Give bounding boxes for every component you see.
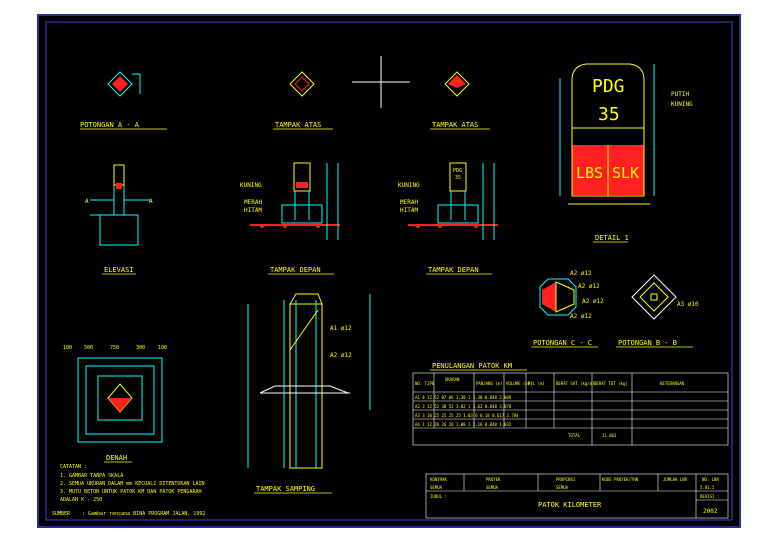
svg-text:100: 100 bbox=[158, 345, 167, 351]
detail-pdg: PDG bbox=[592, 76, 625, 97]
svg-text:A2 ø12: A2 ø12 bbox=[570, 313, 592, 320]
top-view-2-drawing bbox=[444, 71, 470, 97]
section-aa-drawing bbox=[107, 71, 141, 97]
drawing-title: PATOK KILOMETER bbox=[538, 501, 602, 509]
table-total-value: 11.863 bbox=[602, 433, 617, 438]
svg-text:KODE PROYEK/THN: KODE PROYEK/THN bbox=[602, 477, 639, 482]
svg-text:P/L (m): P/L (m) bbox=[528, 381, 545, 386]
svg-text:SEMUA: SEMUA bbox=[486, 485, 499, 490]
detail-lbs: LBS bbox=[576, 164, 603, 182]
svg-text:JUDUL :: JUDUL : bbox=[430, 494, 447, 499]
crosshair-cursor-icon bbox=[352, 56, 410, 108]
svg-text:NO. LBR: NO. LBR bbox=[702, 477, 719, 482]
svg-text:A2 ø12: A2 ø12 bbox=[582, 298, 604, 305]
svg-text:BERAT SAT (kg/m): BERAT SAT (kg/m) bbox=[556, 381, 595, 386]
front2-number: 35 bbox=[455, 175, 461, 181]
row-a1: A1 4 12 52 07 06 3.30 1 3.30 0.848 2.809 bbox=[415, 395, 512, 400]
row-a4: A4 1 12 26 26 26 1.08 2 2.16 0.848 1.832 bbox=[415, 422, 512, 427]
svg-text:A: A bbox=[149, 198, 153, 205]
detail-putih: PUTIH bbox=[671, 91, 689, 98]
front2-pdg: PDG bbox=[453, 168, 462, 174]
section-bb-drawing bbox=[631, 274, 677, 320]
svg-text:A2 ø12: A2 ø12 bbox=[578, 283, 600, 290]
front1-kuning: KUNING bbox=[240, 182, 262, 189]
svg-text:JUMLAH LBR: JUMLAH LBR bbox=[663, 477, 688, 482]
source-label: SUMBER bbox=[52, 511, 71, 517]
svg-text:3. MUTU BETON UNTUK PATOK: 3. MUTU BETON UNTUK PATOK KM DAN PATOK P… bbox=[60, 489, 201, 495]
svg-text:REVISI :: REVISI : bbox=[700, 494, 719, 499]
top-view-1-drawing bbox=[289, 71, 315, 97]
svg-text:ADALAH K - 250: ADALAH K - 250 bbox=[60, 497, 102, 503]
front-view-2-drawing bbox=[408, 162, 498, 240]
table-total-label: TOTAL bbox=[568, 433, 581, 438]
detail-slk: SLK bbox=[612, 164, 639, 182]
label-tampak-samping: TAMPAK SAMPING bbox=[256, 485, 315, 493]
svg-text:2. SEMUA UKURAN DALAM mm: 2. SEMUA UKURAN DALAM mm KECUALI DITENTU… bbox=[60, 481, 205, 487]
label-denah: DENAH bbox=[106, 454, 127, 462]
table-title: PENULANGAN PATOK KM bbox=[432, 362, 512, 370]
svg-text:300: 300 bbox=[136, 345, 145, 351]
svg-text:SEMUA: SEMUA bbox=[556, 485, 569, 490]
plan-drawing bbox=[77, 357, 163, 443]
svg-text:500: 500 bbox=[84, 345, 93, 351]
svg-text:750: 750 bbox=[110, 345, 119, 351]
label-tampak-depan-2: TAMPAK DEPAN bbox=[428, 266, 479, 274]
label-tampak-depan-1: TAMPAK DEPAN bbox=[270, 266, 321, 274]
label-detail: DETAIL 1 bbox=[595, 234, 629, 242]
svg-text:A2 ø12: A2 ø12 bbox=[330, 352, 352, 359]
side-view-drawing bbox=[247, 293, 371, 469]
svg-text:KETERANGAN: KETERANGAN bbox=[660, 381, 685, 386]
label-tampak-atas-2: TAMPAK ATAS bbox=[432, 121, 478, 129]
svg-text:5.01.2: 5.01.2 bbox=[700, 485, 715, 490]
svg-text:SEMUA: SEMUA bbox=[430, 485, 443, 490]
svg-text:2002: 2002 bbox=[703, 508, 718, 515]
front1-hitam: HITAM bbox=[244, 207, 262, 214]
label-potongan-bb: POTONGAN B - B bbox=[618, 339, 677, 347]
svg-text:KONTRAK: KONTRAK bbox=[430, 477, 447, 482]
sheet-border bbox=[45, 21, 733, 521]
svg-text:A1 ø12: A1 ø12 bbox=[330, 325, 352, 332]
svg-text:UKURAN: UKURAN bbox=[445, 377, 460, 382]
front2-merah: MERAH bbox=[400, 199, 418, 206]
notes-title: CATATAN : bbox=[60, 464, 87, 470]
front-view-1-drawing bbox=[250, 162, 340, 240]
svg-text:A2 ø12: A2 ø12 bbox=[570, 270, 592, 277]
title-block bbox=[425, 473, 729, 519]
label-potongan-aa: POTONGAN A - A bbox=[80, 121, 140, 129]
front2-hitam: HITAM bbox=[400, 207, 418, 214]
row-a2: A2 3 12 52 38 52 3.02 1 3.62 0.848 3.878 bbox=[415, 404, 512, 409]
label-potongan-cc: POTONGAN C - C bbox=[533, 339, 592, 347]
rebar-table bbox=[412, 372, 729, 446]
label-elevasi: ELEVASI bbox=[104, 266, 134, 274]
detail-kuning: KUNING bbox=[671, 101, 693, 108]
elevation-drawing bbox=[90, 164, 150, 246]
source-text: : Gambar rencana BINA PROGRAM JALAN, 199… bbox=[82, 511, 205, 517]
section-cc-drawing bbox=[539, 278, 577, 316]
svg-text:1. GAMBAR TANPA SKALA: 1. GAMBAR TANPA SKALA bbox=[60, 473, 123, 479]
svg-text:PANJANG (m): PANJANG (m) bbox=[476, 381, 503, 386]
svg-text:A3 ø10: A3 ø10 bbox=[677, 301, 699, 308]
front2-kuning: KUNING bbox=[398, 182, 420, 189]
detail-marker-drawing bbox=[559, 63, 655, 205]
label-tampak-atas-1: TAMPAK ATAS bbox=[275, 121, 321, 129]
svg-text:BERAT TOT (kg): BERAT TOT (kg) bbox=[594, 381, 628, 386]
svg-text:PROPINSI: PROPINSI bbox=[556, 477, 576, 482]
svg-text:PROYEK: PROYEK bbox=[486, 477, 501, 482]
svg-text:VOLUME (bh): VOLUME (bh) bbox=[506, 381, 533, 386]
row-a3: A3 3 10 25 25 25 25 1.03 6 6.18 0.617 3.… bbox=[415, 413, 519, 418]
detail-number: 35 bbox=[598, 104, 620, 125]
front1-merah: MERAH bbox=[244, 199, 262, 206]
svg-text:NO. TIPE: NO. TIPE bbox=[415, 381, 435, 386]
svg-text:A: A bbox=[85, 198, 89, 205]
svg-text:100: 100 bbox=[63, 345, 72, 351]
